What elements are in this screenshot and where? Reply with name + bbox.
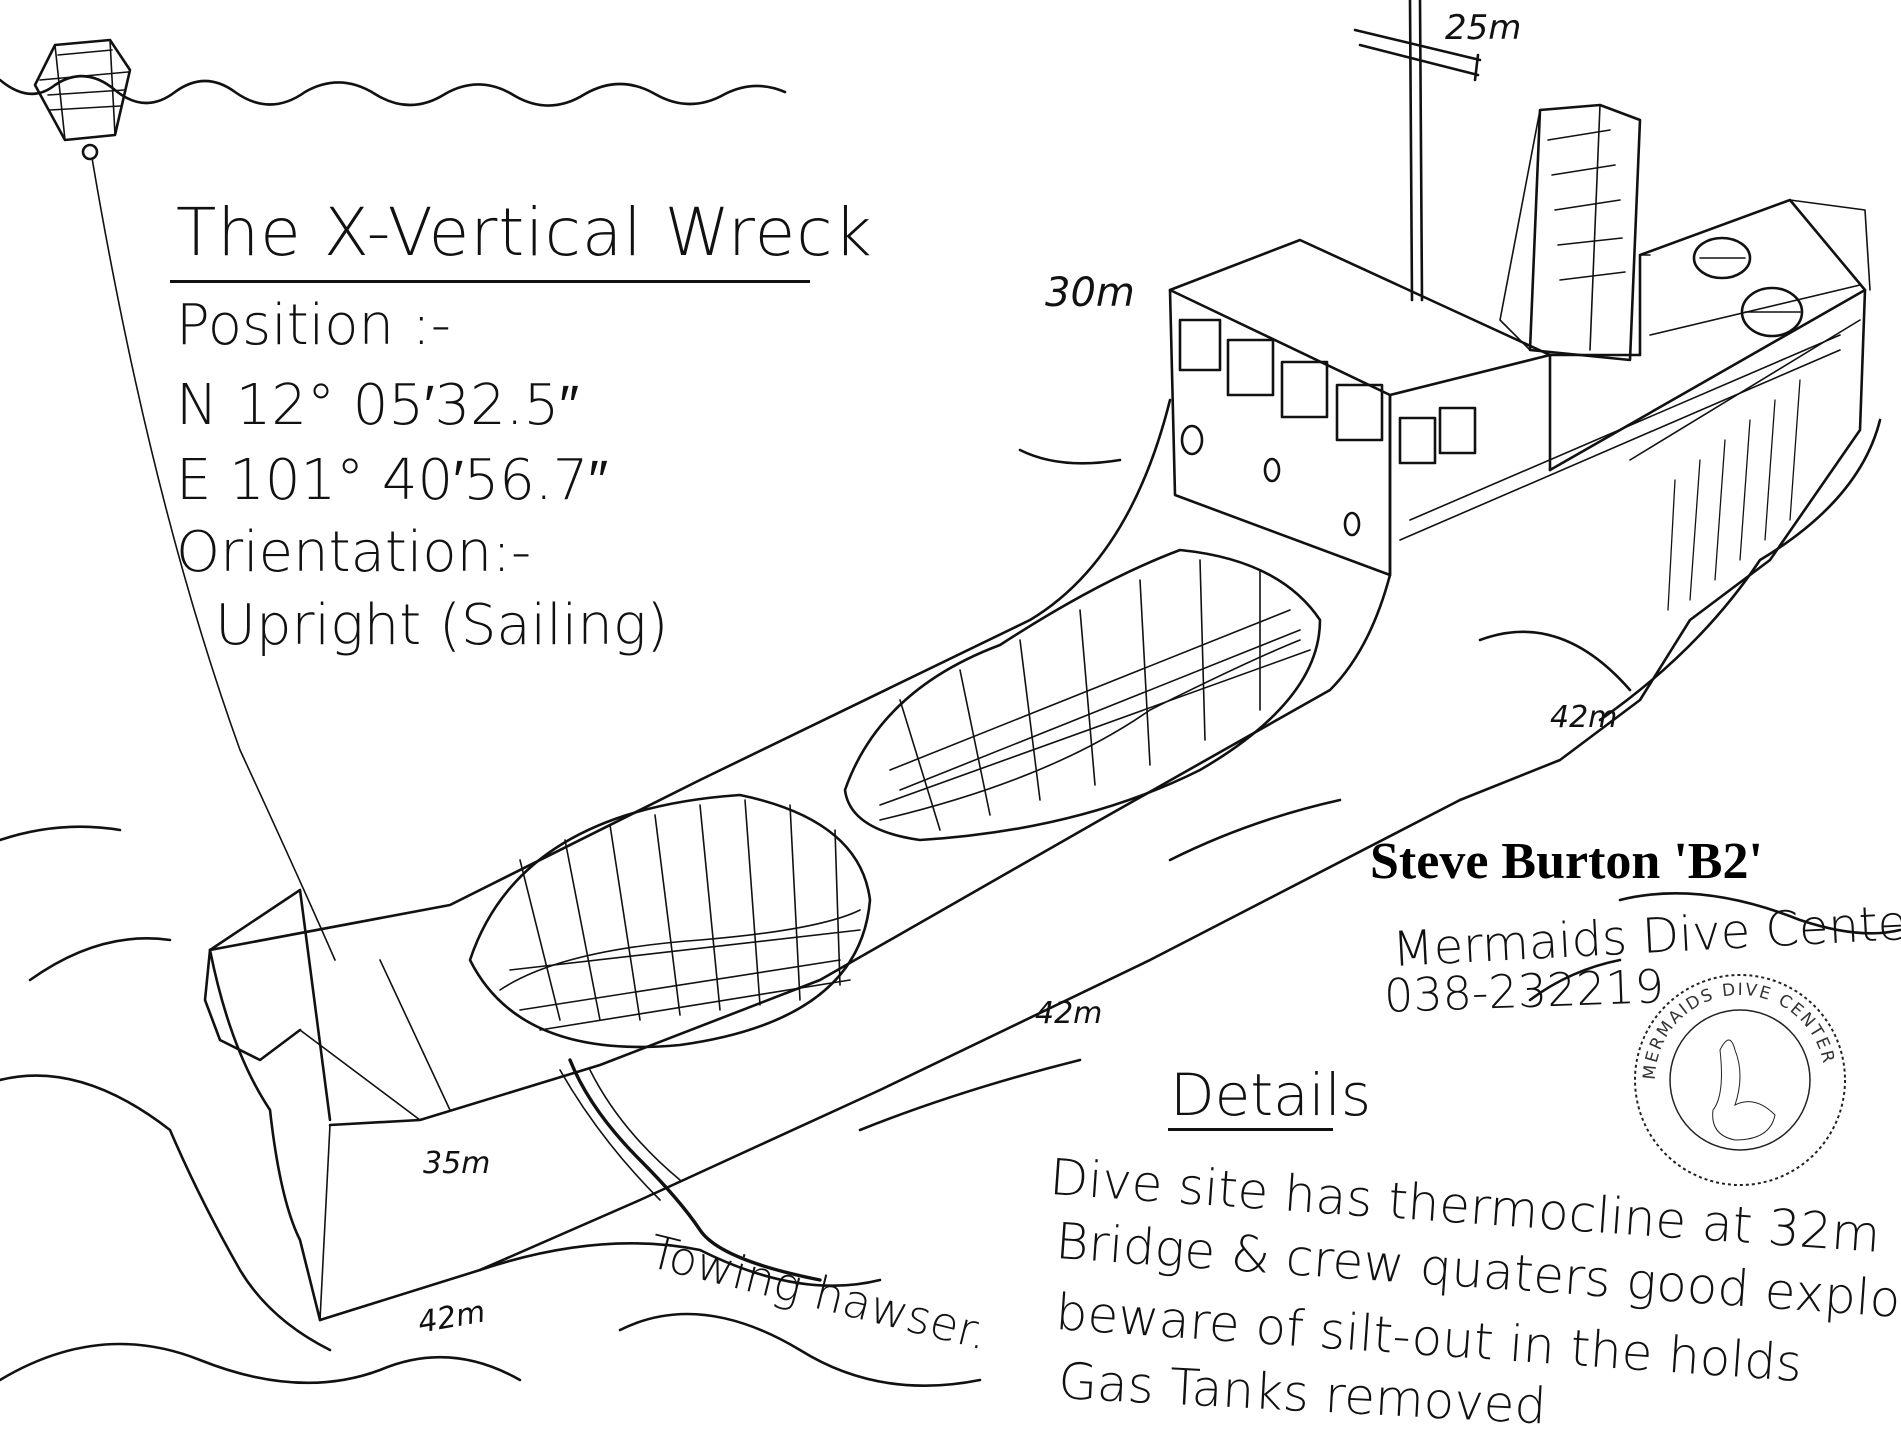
depth-bridge-top: 30m xyxy=(1045,270,1135,316)
buoy-line xyxy=(91,157,336,961)
ship-hull xyxy=(203,398,1462,1322)
position-east: E 101° 40′56.7″ xyxy=(176,448,609,513)
forward-hold xyxy=(468,793,872,1049)
mast-icon xyxy=(1353,0,1482,302)
depth-midship-seabed: 42m xyxy=(1035,996,1103,1031)
seabed xyxy=(0,418,1901,1388)
aft-hold xyxy=(843,548,1322,842)
details-heading: Details xyxy=(1170,1061,1372,1129)
towing-hawser xyxy=(568,1058,822,1282)
funnel-icon xyxy=(1499,103,1642,362)
stern-hull xyxy=(1458,288,1867,802)
author-name: Steve Burton 'B2' xyxy=(1370,833,1763,890)
position-north: N 12° 05′32.5″ xyxy=(176,373,580,438)
orientation-value: Upright (Sailing) xyxy=(215,593,669,658)
dive-center-stamp-icon: MERMAIDS DIVE CENTER xyxy=(1634,974,1846,1186)
marker-buoy-icon xyxy=(33,38,132,161)
page-title: The X-Vertical Wreck xyxy=(176,194,873,271)
title-underline xyxy=(170,280,810,283)
details-underline xyxy=(1168,1128,1333,1131)
position-label: Position :- xyxy=(176,293,451,358)
bridge-superstructure xyxy=(1168,238,1552,577)
orientation-label: Orientation:- xyxy=(176,520,532,585)
depth-mast-top: 25m xyxy=(1445,8,1522,48)
depth-stern-seabed: 42m xyxy=(1550,700,1618,735)
depth-bow-top: 35m xyxy=(423,1146,491,1181)
aft-deck xyxy=(1399,198,1871,541)
